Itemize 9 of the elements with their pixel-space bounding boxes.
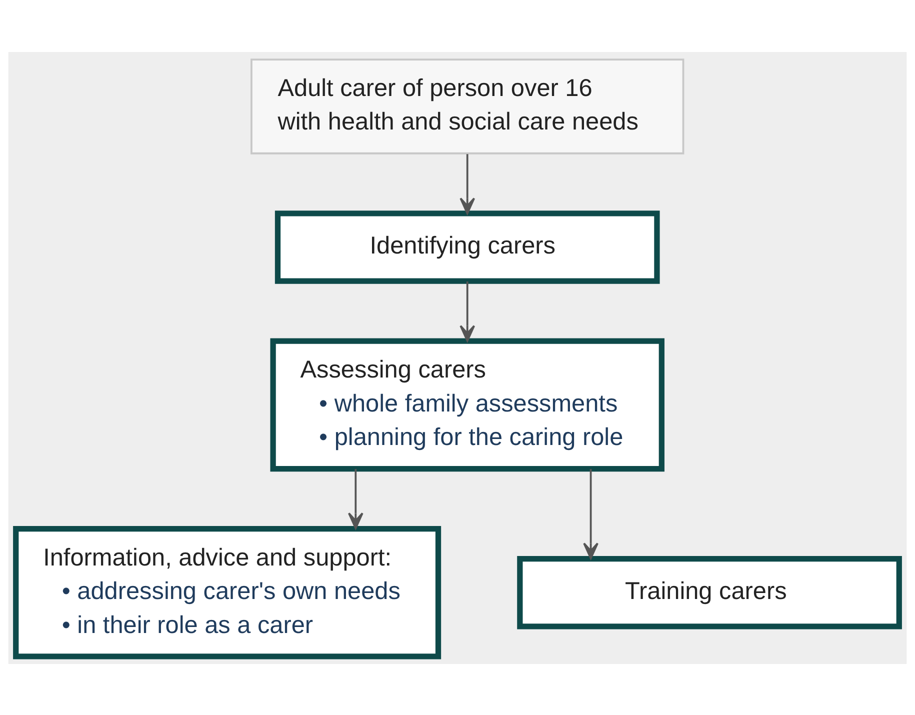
- arrow: [583, 468, 598, 559]
- arrow: [348, 468, 364, 529]
- node-box: Adult carer of person over 16 with health and social care needs: [250, 58, 684, 154]
- arrow: [460, 154, 476, 214]
- node-box: Identifying carers: [274, 210, 660, 284]
- node-box: Training carers: [517, 556, 902, 629]
- arrow: [460, 280, 476, 342]
- node-box: Information, advice and support: • addressing carer's own needs • in their role as a carer: [13, 526, 442, 659]
- node-box: Assessing carers • whole family assessments • planning for the caring role: [270, 338, 664, 472]
